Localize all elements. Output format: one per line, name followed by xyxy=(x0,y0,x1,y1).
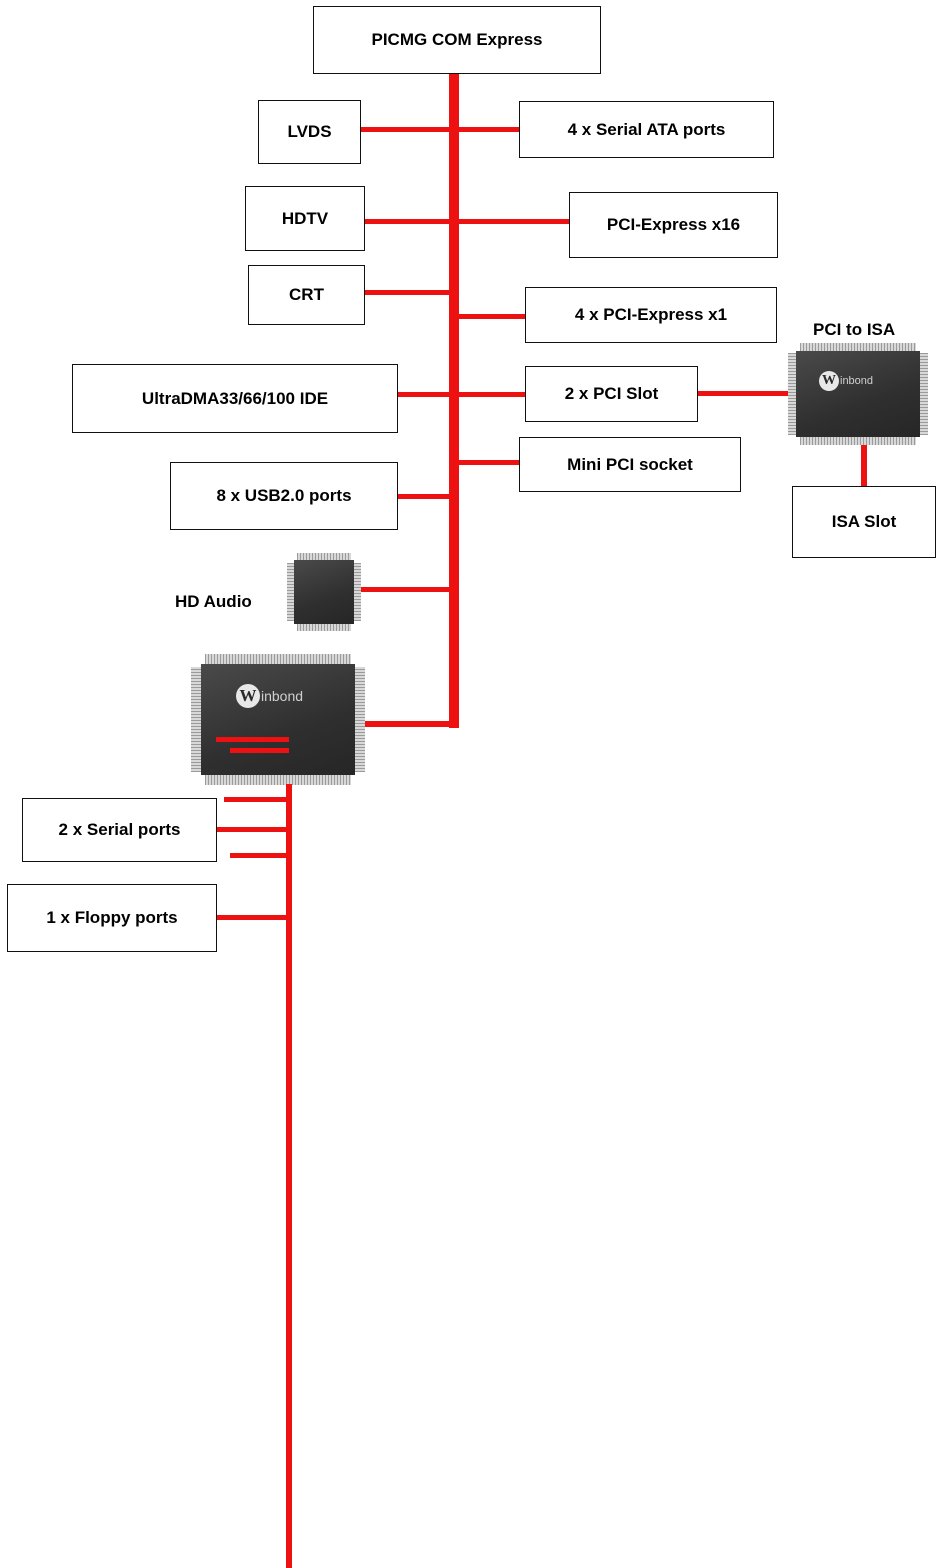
irda-connector xyxy=(216,737,289,742)
winbond-logo-mark: W xyxy=(819,371,839,391)
crt-connector xyxy=(364,290,452,295)
ide-box: UltraDMA33/66/100 IDE xyxy=(72,364,398,433)
crt-label: CRT xyxy=(289,285,324,304)
pci-slot-box: 2 x PCI Slot xyxy=(525,366,698,422)
winbond-logo: W inbond xyxy=(819,371,873,391)
floppy-box: 1 x Floppy ports xyxy=(7,884,217,952)
isa-slot-label: ISA Slot xyxy=(831,512,897,531)
pcie1-connector xyxy=(456,314,526,319)
usb-connector xyxy=(397,494,452,499)
sata-label: 4 x Serial ATA ports xyxy=(567,119,726,139)
winbond-logo-mark: W xyxy=(236,684,260,708)
pci-to-isa-label: PCI to ISA xyxy=(813,320,896,339)
hd-audio-chip xyxy=(287,553,361,631)
serial-box: 2 x Serial ports xyxy=(22,798,217,862)
usb-box: 8 x USB2.0 ports xyxy=(170,462,398,530)
pcie1-box: 4 x PCI-Express x1 xyxy=(525,287,777,343)
hdtv-box: HDTV xyxy=(245,186,365,251)
usb-label: 8 x USB2.0 ports xyxy=(216,486,352,505)
hd-audio-connector xyxy=(358,587,452,592)
hdtv-label: HDTV xyxy=(281,208,329,228)
pci-to-isa-chip: W inbond xyxy=(788,343,928,445)
winbond-logo-text: inbond xyxy=(261,688,304,704)
serial-connector xyxy=(216,827,289,832)
isa-slot-connector xyxy=(861,444,867,486)
mini-pci-label: Mini PCI socket xyxy=(567,454,693,474)
super-io-chip: W inbond xyxy=(191,654,365,785)
superio-bus xyxy=(286,784,292,1568)
picmg-com-express-label: PICMG COM Express xyxy=(371,30,543,49)
lvds-connector xyxy=(360,127,452,132)
picmg-com-express-box: PICMG COM Express xyxy=(313,6,601,74)
sata-connector xyxy=(456,127,520,132)
superio-connector xyxy=(364,721,459,727)
isa-slot-box: ISA Slot xyxy=(792,486,936,558)
ide-connector xyxy=(397,392,525,397)
sata-box: 4 x Serial ATA ports xyxy=(519,101,774,158)
pcie1-label: 4 x PCI-Express x1 xyxy=(574,305,728,324)
lvds-box: LVDS xyxy=(258,100,361,164)
mini-pci-box: Mini PCI socket xyxy=(519,437,741,492)
pcie16-label: PCI-Express x16 xyxy=(606,215,741,234)
crt-box: CRT xyxy=(248,265,365,325)
winbond-logo-text: inbond xyxy=(840,375,874,387)
lvds-label: LVDS xyxy=(287,122,332,141)
hdtv-connector xyxy=(364,219,570,224)
gpio-connector xyxy=(224,797,289,802)
floppy-label: 1 x Floppy ports xyxy=(46,908,178,927)
kbms-connector xyxy=(230,748,289,753)
lpt-connector xyxy=(230,853,289,858)
hd-audio-label: HD Audio xyxy=(175,592,252,611)
serial-label: 2 x Serial ports xyxy=(58,820,181,839)
main-bus-line xyxy=(449,73,459,728)
block-diagram: PICMG COM Express LVDS HDTV CRT UltraDMA… xyxy=(7,6,936,1568)
winbond-logo: W inbond xyxy=(236,684,303,708)
ide-label: UltraDMA33/66/100 IDE xyxy=(141,388,329,408)
pci-isa-connector xyxy=(698,391,796,396)
pcie16-box: PCI-Express x16 xyxy=(569,192,778,258)
pci-slot-label: 2 x PCI Slot xyxy=(564,384,659,403)
mini-pci-connector xyxy=(456,460,526,465)
floppy-connector xyxy=(216,915,289,920)
